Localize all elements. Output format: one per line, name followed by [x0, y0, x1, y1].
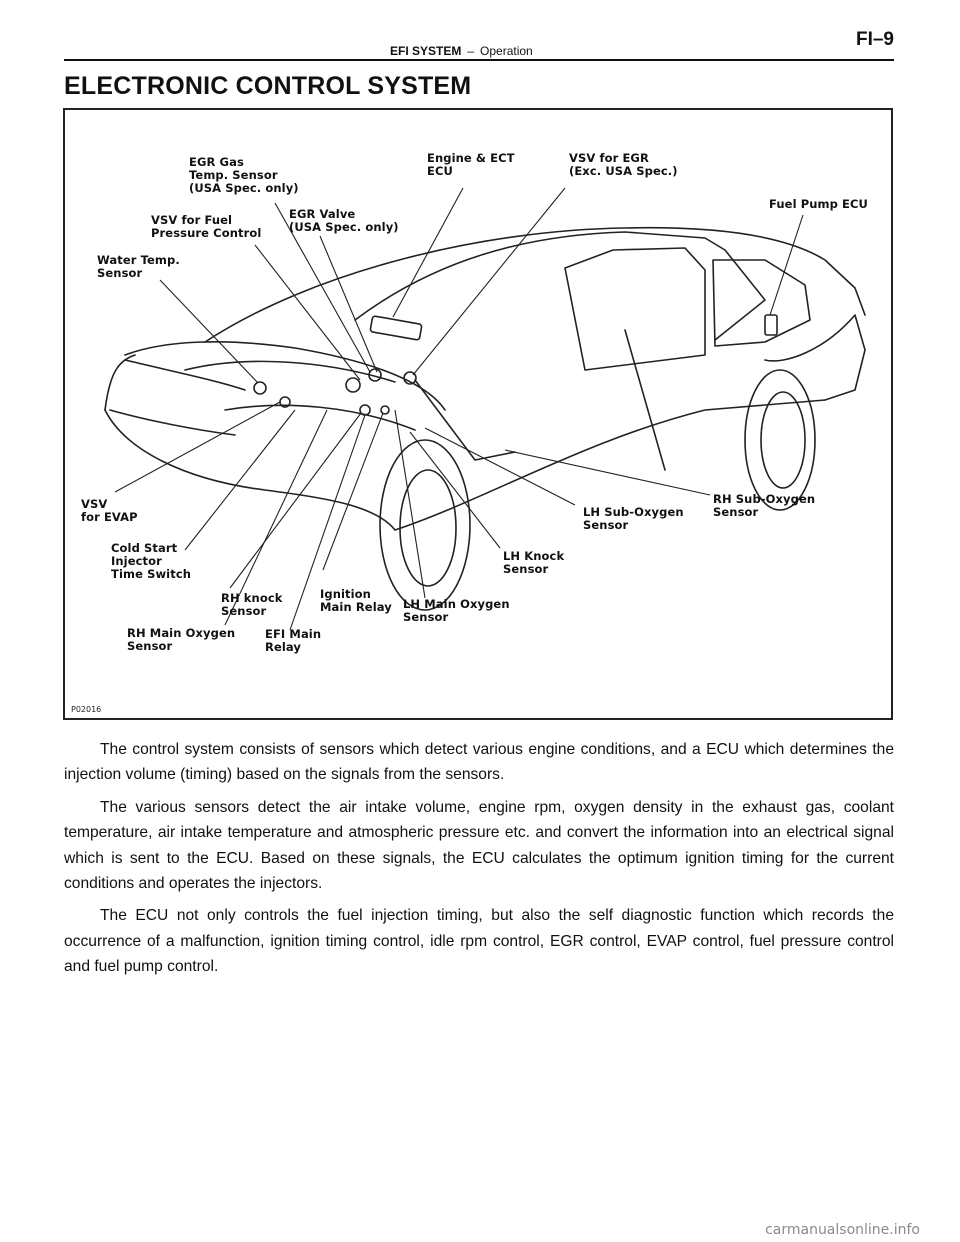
- label-rh-main-oxygen: RH Main Oxygen Sensor: [127, 626, 236, 653]
- section-title: ELECTRONIC CONTROL SYSTEM: [64, 72, 472, 100]
- label-lh-main-oxygen: LH Main Oxygen Sensor: [403, 597, 510, 624]
- rear-window: [712, 259, 811, 347]
- paragraph-3: The ECU not only controls the fuel injec…: [64, 907, 894, 976]
- roof-outline: [204, 226, 866, 343]
- leader-egr-valve: [319, 235, 378, 373]
- label-vsv-evap: VSV for EVAP: [81, 497, 138, 524]
- running-header: EFI SYSTEM–Operation: [390, 44, 533, 58]
- label-vsv-egr: VSV for EGR (Exc. USA Spec.): [569, 151, 678, 178]
- rear-body: [764, 314, 866, 401]
- egr-part: [345, 377, 361, 393]
- label-vsv-fuel-pressure: VSV for Fuel Pressure Control: [151, 213, 262, 240]
- leader-vsv-egr: [412, 187, 566, 376]
- figure-code: P02016: [71, 705, 102, 714]
- rear-wheel: [744, 369, 816, 511]
- watermark: carmanualsonline.info: [765, 1222, 920, 1238]
- label-egr-valve: EGR Valve (USA Spec. only): [289, 207, 399, 234]
- label-water-temp-sensor: Water Temp. Sensor: [97, 253, 180, 280]
- engine-bay-rim: [184, 360, 396, 383]
- label-engine-ecu: Engine & ECT ECU: [427, 151, 515, 178]
- leader-egr-gas: [274, 202, 371, 373]
- car-illustration: [104, 187, 866, 631]
- label-efi-main-relay: EFI Main Relay: [265, 627, 322, 654]
- label-egr-gas-temp-sensor: EGR Gas Temp. Sensor (USA Spec. only): [189, 155, 299, 195]
- label-rh-knock-sensor: RH knock Sensor: [221, 591, 283, 618]
- grille-line: [109, 409, 236, 436]
- label-lh-knock-sensor: LH Knock Sensor: [503, 549, 565, 576]
- header-section: EFI SYSTEM: [390, 44, 462, 58]
- label-rh-sub-oxygen: RH Sub-Oxygen Sensor: [713, 492, 816, 519]
- paragraph-1: The control system consists of sensors w…: [64, 741, 894, 784]
- leader-cold-start: [184, 409, 296, 551]
- relay-part: [380, 405, 390, 415]
- vsv-egr-part: [403, 371, 417, 385]
- hood-edge: [124, 341, 446, 411]
- page-number: FI–9: [855, 29, 894, 50]
- fuel-pump-ecu-box: [764, 314, 778, 336]
- leader-vsv-fuel: [254, 244, 361, 381]
- vsv-fuel-part: [368, 368, 382, 382]
- leader-ign-relay: [322, 412, 384, 571]
- rear-wheel-hub: [760, 391, 806, 489]
- body-text: The control system consists of sensors w…: [64, 737, 894, 987]
- header-subsection: Operation: [480, 44, 533, 58]
- front-wheel-hub: [399, 469, 457, 587]
- leader-rh-main-o2: [224, 409, 328, 626]
- label-ignition-main-relay: Ignition Main Relay: [320, 587, 392, 614]
- windshield-line: [354, 231, 766, 341]
- exhaust-pipe: [414, 379, 516, 461]
- label-lh-sub-oxygen: LH Sub-Oxygen Sensor: [583, 505, 684, 532]
- leader-rh-sub-o2: [504, 449, 711, 496]
- engine-bay-inner: [224, 404, 416, 431]
- front-wheel: [379, 439, 471, 611]
- knock-part: [359, 404, 371, 416]
- label-fuel-pump-ecu: Fuel Pump ECU: [769, 197, 868, 211]
- component-location-figure: EGR Gas Temp. Sensor (USA Spec. only) VS…: [63, 108, 893, 720]
- front-bumper: [104, 409, 396, 531]
- leader-vsv-evap: [114, 401, 281, 493]
- leader-rh-knock: [229, 412, 362, 589]
- leader-fuel-pump: [769, 214, 804, 316]
- leader-lh-main-o2: [394, 409, 426, 599]
- leader-efi-relay: [289, 414, 366, 631]
- paragraph-2: The various sensors detect the air intak…: [64, 798, 894, 893]
- label-cold-start-switch: Cold Start Injector Time Switch: [111, 541, 192, 581]
- leader-lh-knock: [409, 431, 501, 549]
- header-separator: –: [467, 44, 475, 58]
- ecu-box: [369, 315, 423, 341]
- leader-ecu: [392, 187, 464, 318]
- water-temp-part: [253, 381, 267, 395]
- leader-water-temp: [159, 279, 259, 384]
- body-side: [394, 399, 826, 531]
- door-line: [624, 329, 666, 471]
- front-edge: [104, 354, 136, 411]
- headlamp-top: [124, 359, 246, 391]
- leader-lh-sub-o2: [424, 427, 576, 506]
- header-rule: [64, 59, 894, 61]
- side-window: [564, 247, 706, 371]
